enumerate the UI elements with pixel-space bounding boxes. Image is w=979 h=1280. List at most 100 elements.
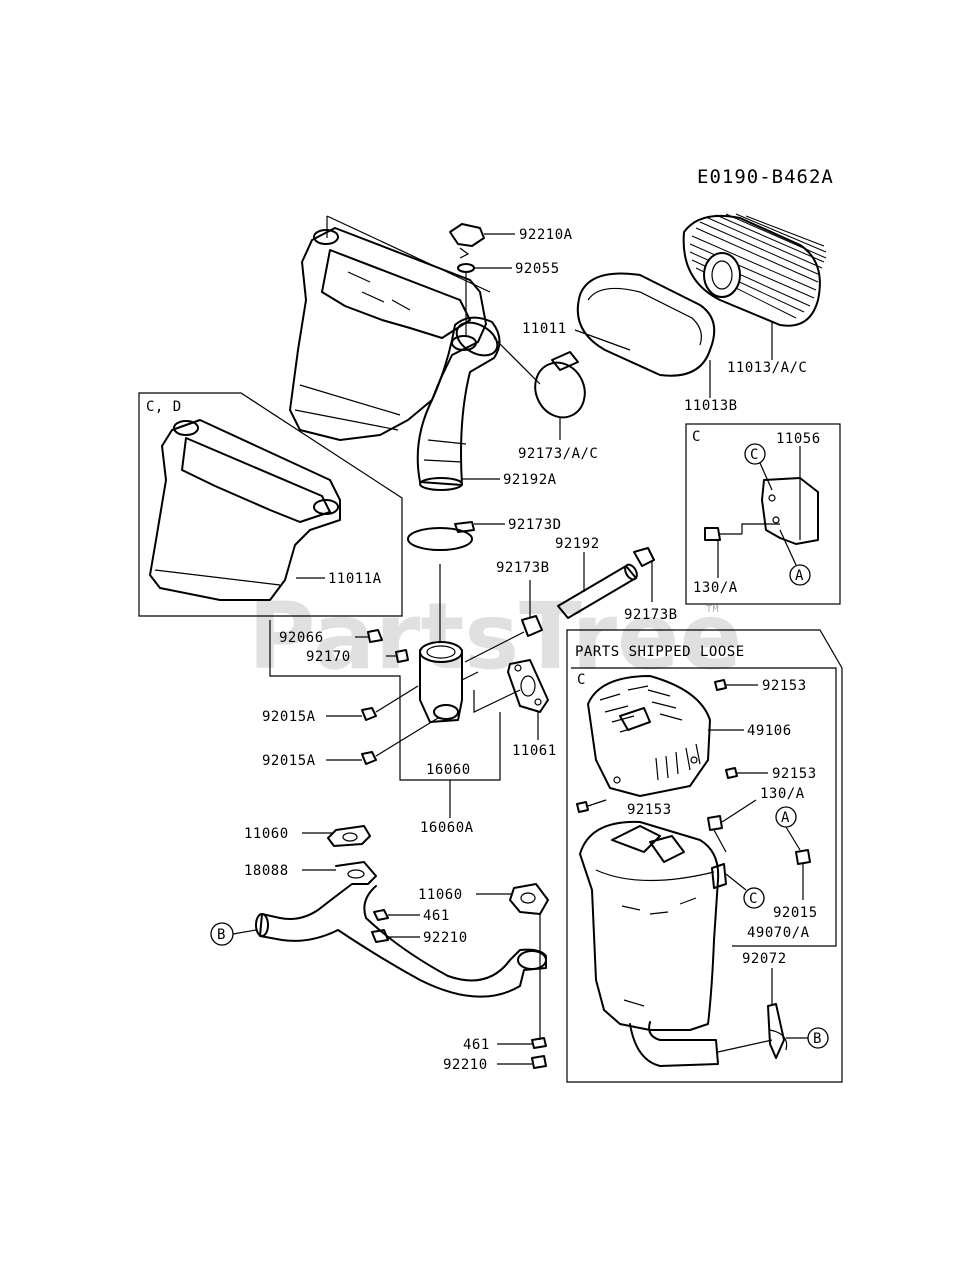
nut-92210-1[interactable]	[371, 929, 389, 943]
part-label[interactable]: 92066	[279, 630, 324, 646]
clamp-92173AC[interactable]	[526, 351, 593, 426]
part-label[interactable]: 92015A	[262, 753, 316, 769]
leader-line	[587, 799, 607, 807]
part-label[interactable]: 11013B	[684, 398, 738, 414]
watermark: PartsTree	[248, 583, 742, 690]
part-label[interactable]: 92072	[742, 951, 787, 967]
callout-a	[789, 564, 811, 586]
bolt-130A-loose[interactable]	[707, 815, 723, 831]
part-label[interactable]: 92015	[773, 905, 818, 921]
box-c-loose	[571, 667, 837, 947]
muffler-cover-49106[interactable]	[587, 675, 711, 797]
o-ring-92055[interactable]	[457, 263, 475, 273]
part-label[interactable]: 49106	[747, 723, 792, 739]
leader-line	[779, 529, 797, 566]
part-label[interactable]: 16060A	[420, 820, 474, 836]
trademark: TM	[706, 604, 719, 615]
nut-92015[interactable]	[795, 849, 811, 865]
part-label[interactable]: 130/A	[760, 786, 805, 802]
gasket-11060-left[interactable]	[327, 825, 371, 847]
leader-line	[721, 799, 757, 823]
part-label[interactable]: 92173/A/C	[518, 446, 598, 462]
leader-line	[232, 929, 257, 935]
hose-92192[interactable]	[557, 563, 639, 619]
part-label[interactable]: 18088	[244, 863, 289, 879]
part-label[interactable]: 461	[463, 1037, 490, 1053]
part-label[interactable]: 49070/A	[747, 925, 810, 941]
clamp-92173B-left[interactable]	[521, 615, 543, 637]
fitting-92170[interactable]	[395, 649, 409, 663]
leader-line	[493, 337, 541, 385]
part-label[interactable]: 92210	[423, 930, 468, 946]
part-label[interactable]: 11056	[776, 431, 821, 447]
part-label[interactable]: 92210A	[519, 227, 573, 243]
washer-461-1[interactable]	[373, 909, 389, 921]
callout-c-label: C	[750, 447, 759, 463]
filter-element-11013[interactable]	[682, 213, 827, 327]
part-label[interactable]: 92153	[772, 766, 817, 782]
muffler-49070A[interactable]	[579, 820, 727, 1067]
callout-c-loose	[743, 887, 765, 909]
air-cleaner-base-alt[interactable]	[149, 419, 341, 601]
spark-arrester-92072[interactable]	[767, 1003, 788, 1059]
part-label[interactable]: 92173B	[496, 560, 550, 576]
part-label[interactable]: 92210	[443, 1057, 488, 1073]
box-note-c: C	[692, 429, 701, 445]
exhaust-pipe-18088[interactable]	[255, 861, 547, 998]
leader-line	[785, 826, 801, 851]
leader-line	[717, 1039, 773, 1053]
bracket-11056[interactable]	[761, 477, 819, 545]
callout-c	[744, 443, 766, 465]
nut-92015A-1[interactable]	[361, 707, 377, 721]
nut-92210-2[interactable]	[531, 1055, 547, 1069]
part-label[interactable]: 92192A	[503, 472, 557, 488]
callout-a-label: A	[795, 568, 804, 584]
callout-c-loose-label: C	[749, 891, 758, 907]
part-label[interactable]: 92173D	[508, 517, 562, 533]
part-label[interactable]: 92153	[762, 678, 807, 694]
bolt-130A[interactable]	[704, 527, 742, 541]
clamp-92173B-top[interactable]	[633, 547, 655, 567]
part-label[interactable]: 92173B	[624, 607, 678, 623]
washer-461-2[interactable]	[531, 1037, 547, 1049]
nut-92015A-2[interactable]	[361, 751, 377, 765]
part-label[interactable]: 11011A	[328, 571, 382, 587]
leader-line	[326, 215, 491, 293]
part-label[interactable]: 130/A	[693, 580, 738, 596]
part-label[interactable]: 11011	[522, 321, 567, 337]
gasket-11060-right[interactable]	[509, 883, 549, 915]
pre-cleaner-11013B[interactable]	[576, 272, 716, 377]
adapter-16060[interactable]	[419, 641, 479, 723]
part-label[interactable]: 11060	[244, 826, 289, 842]
leader-line	[375, 685, 419, 713]
bolt-92210A[interactable]	[449, 223, 485, 259]
part-label[interactable]: 92055	[515, 261, 560, 277]
leader-line	[725, 873, 747, 891]
air-cleaner-base[interactable]	[289, 227, 487, 441]
elbow-92192A[interactable]	[416, 316, 503, 491]
part-label[interactable]: 92192	[555, 536, 600, 552]
box-cd	[138, 392, 403, 617]
callout-b-loose-label: B	[813, 1031, 822, 1047]
bolt-92153-3[interactable]	[576, 801, 589, 813]
part-label[interactable]: 11013/A/C	[727, 360, 807, 376]
part-label[interactable]: 92170	[306, 649, 351, 665]
part-label[interactable]: 11061	[512, 743, 557, 759]
bolt-92153-2[interactable]	[725, 767, 738, 779]
part-label[interactable]: 16060	[426, 762, 471, 778]
leader-line	[464, 631, 525, 663]
gasket-11061[interactable]	[507, 659, 549, 713]
part-label[interactable]: 92153	[627, 802, 672, 818]
leader-line	[759, 462, 773, 491]
bolt-92153-1[interactable]	[714, 679, 727, 691]
part-label[interactable]: 11060	[418, 887, 463, 903]
callout-a-loose-label: A	[781, 810, 790, 826]
part-label[interactable]: 461	[423, 908, 450, 924]
clamp-92173D[interactable]	[407, 521, 475, 551]
diagram-code: E0190-B462A	[697, 166, 834, 188]
part-label[interactable]: 92015A	[262, 709, 316, 725]
leader-line	[741, 523, 780, 534]
plug-92066[interactable]	[367, 629, 383, 643]
box-note-cd: C, D	[146, 399, 182, 415]
